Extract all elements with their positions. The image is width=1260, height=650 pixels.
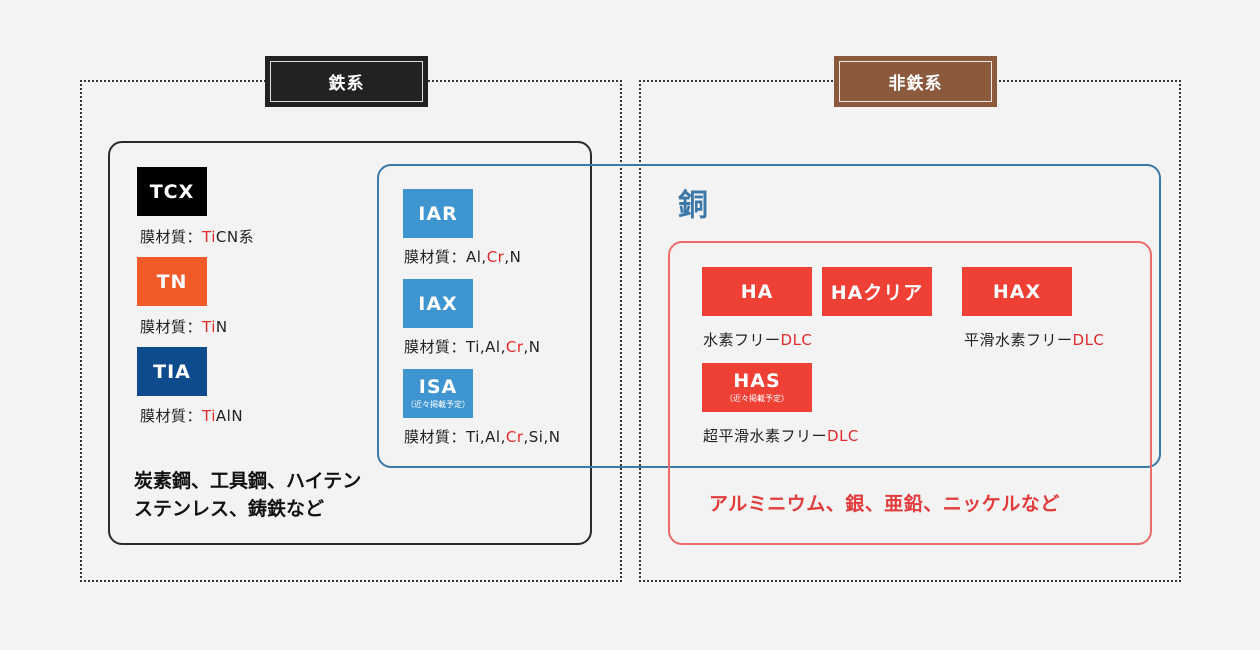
isa-badge-label: ISA xyxy=(418,376,458,398)
nonferrous-header-label: 非鉄系 xyxy=(888,74,943,94)
ha-badge-label: HA xyxy=(740,280,774,303)
iax-film: 膜材質：Ti,Al,Cr,N xyxy=(404,336,540,357)
copper-label: 銅 xyxy=(678,188,708,223)
tia-badge[interactable]: TIA xyxy=(137,347,207,396)
ha-clear-badge[interactable]: HAクリア xyxy=(822,267,932,316)
tcx-film-rest: CN系 xyxy=(215,228,255,246)
isa-film-rest: ,Si,N xyxy=(523,428,561,446)
tia-film-prefix: 膜材質： xyxy=(140,407,203,425)
isa-badge-sub: （近々掲載予定） xyxy=(406,400,470,409)
ferrous-materials-line2: ステンレス、鋳鉄など xyxy=(134,498,325,520)
has-badge-sub: （近々掲載予定） xyxy=(725,394,789,403)
isa-film-prefix: 膜材質：Ti,Al, xyxy=(404,428,506,446)
ha-caption-dlc: DLC xyxy=(780,331,813,349)
ferrous-header-label: 鉄系 xyxy=(328,74,365,94)
has-badge[interactable]: HAS （近々掲載予定） xyxy=(702,363,812,412)
tia-film: 膜材質：TiAlN xyxy=(140,405,243,426)
iax-film-rest: ,N xyxy=(523,338,541,356)
iax-badge-label: IAX xyxy=(418,292,458,315)
ha-caption-prefix: 水素フリー xyxy=(703,331,781,349)
iax-film-red: Cr xyxy=(505,338,524,356)
has-caption-prefix: 超平滑水素フリー xyxy=(703,427,828,445)
hax-caption: 平滑水素フリーDLC xyxy=(964,329,1104,350)
tia-film-red: Ti xyxy=(202,407,216,425)
tn-film-rest: N xyxy=(215,318,228,336)
hax-caption-dlc: DLC xyxy=(1072,331,1105,349)
isa-badge[interactable]: ISA （近々掲載予定） xyxy=(403,369,473,418)
iar-badge-label: IAR xyxy=(418,202,458,225)
tn-badge-label: TN xyxy=(156,270,188,293)
tn-film-red: Ti xyxy=(202,318,216,336)
copper-materials-box xyxy=(377,164,1161,468)
iar-film-red: Cr xyxy=(486,248,505,266)
tn-film-prefix: 膜材質： xyxy=(140,318,203,336)
ha-caption: 水素フリーDLC xyxy=(703,329,812,350)
hax-badge-label: HAX xyxy=(992,280,1042,303)
hax-badge[interactable]: HAX xyxy=(962,267,1072,316)
isa-film: 膜材質：Ti,Al,Cr,Si,N xyxy=(404,426,560,447)
tia-film-rest: AlN xyxy=(215,407,244,425)
ferrous-materials-box xyxy=(108,141,592,545)
iax-film-prefix: 膜材質：Ti,Al, xyxy=(404,338,506,356)
tn-film: 膜材質：TiN xyxy=(140,316,228,337)
nonferrous-header: 非鉄系 xyxy=(834,56,997,107)
tcx-badge-label: TCX xyxy=(149,180,195,203)
nonferrous-materials-label: アルミニウム、銀、亜鉛、ニッケルなど xyxy=(709,493,1060,515)
tcx-badge[interactable]: TCX xyxy=(137,167,207,216)
iar-badge[interactable]: IAR xyxy=(403,189,473,238)
ha-badge[interactable]: HA xyxy=(702,267,812,316)
hax-caption-prefix: 平滑水素フリー xyxy=(964,331,1073,349)
has-caption: 超平滑水素フリーDLC xyxy=(703,425,859,446)
ferrous-header: 鉄系 xyxy=(265,56,428,107)
has-badge-label: HAS xyxy=(733,370,781,392)
isa-film-red: Cr xyxy=(505,428,524,446)
iar-film-prefix: 膜材質：Al, xyxy=(404,248,487,266)
tia-badge-label: TIA xyxy=(153,360,191,383)
iax-badge[interactable]: IAX xyxy=(403,279,473,328)
ferrous-materials-label: 炭素鋼、工具鋼、ハイテン ステンレス、鋳鉄など xyxy=(134,467,361,523)
tcx-film: 膜材質：TiCN系 xyxy=(140,226,254,247)
has-caption-dlc: DLC xyxy=(827,427,859,445)
ferrous-materials-line1: 炭素鋼、工具鋼、ハイテン xyxy=(134,470,362,492)
tcx-film-prefix: 膜材質： xyxy=(140,228,203,246)
iar-film: 膜材質：Al,Cr,N xyxy=(404,246,521,267)
tcx-film-red: Ti xyxy=(202,228,216,246)
iar-film-rest: ,N xyxy=(504,248,522,266)
ha-clear-badge-label: HAクリア xyxy=(830,282,924,304)
tn-badge[interactable]: TN xyxy=(137,257,207,306)
nonferrous-materials-box xyxy=(668,241,1152,545)
